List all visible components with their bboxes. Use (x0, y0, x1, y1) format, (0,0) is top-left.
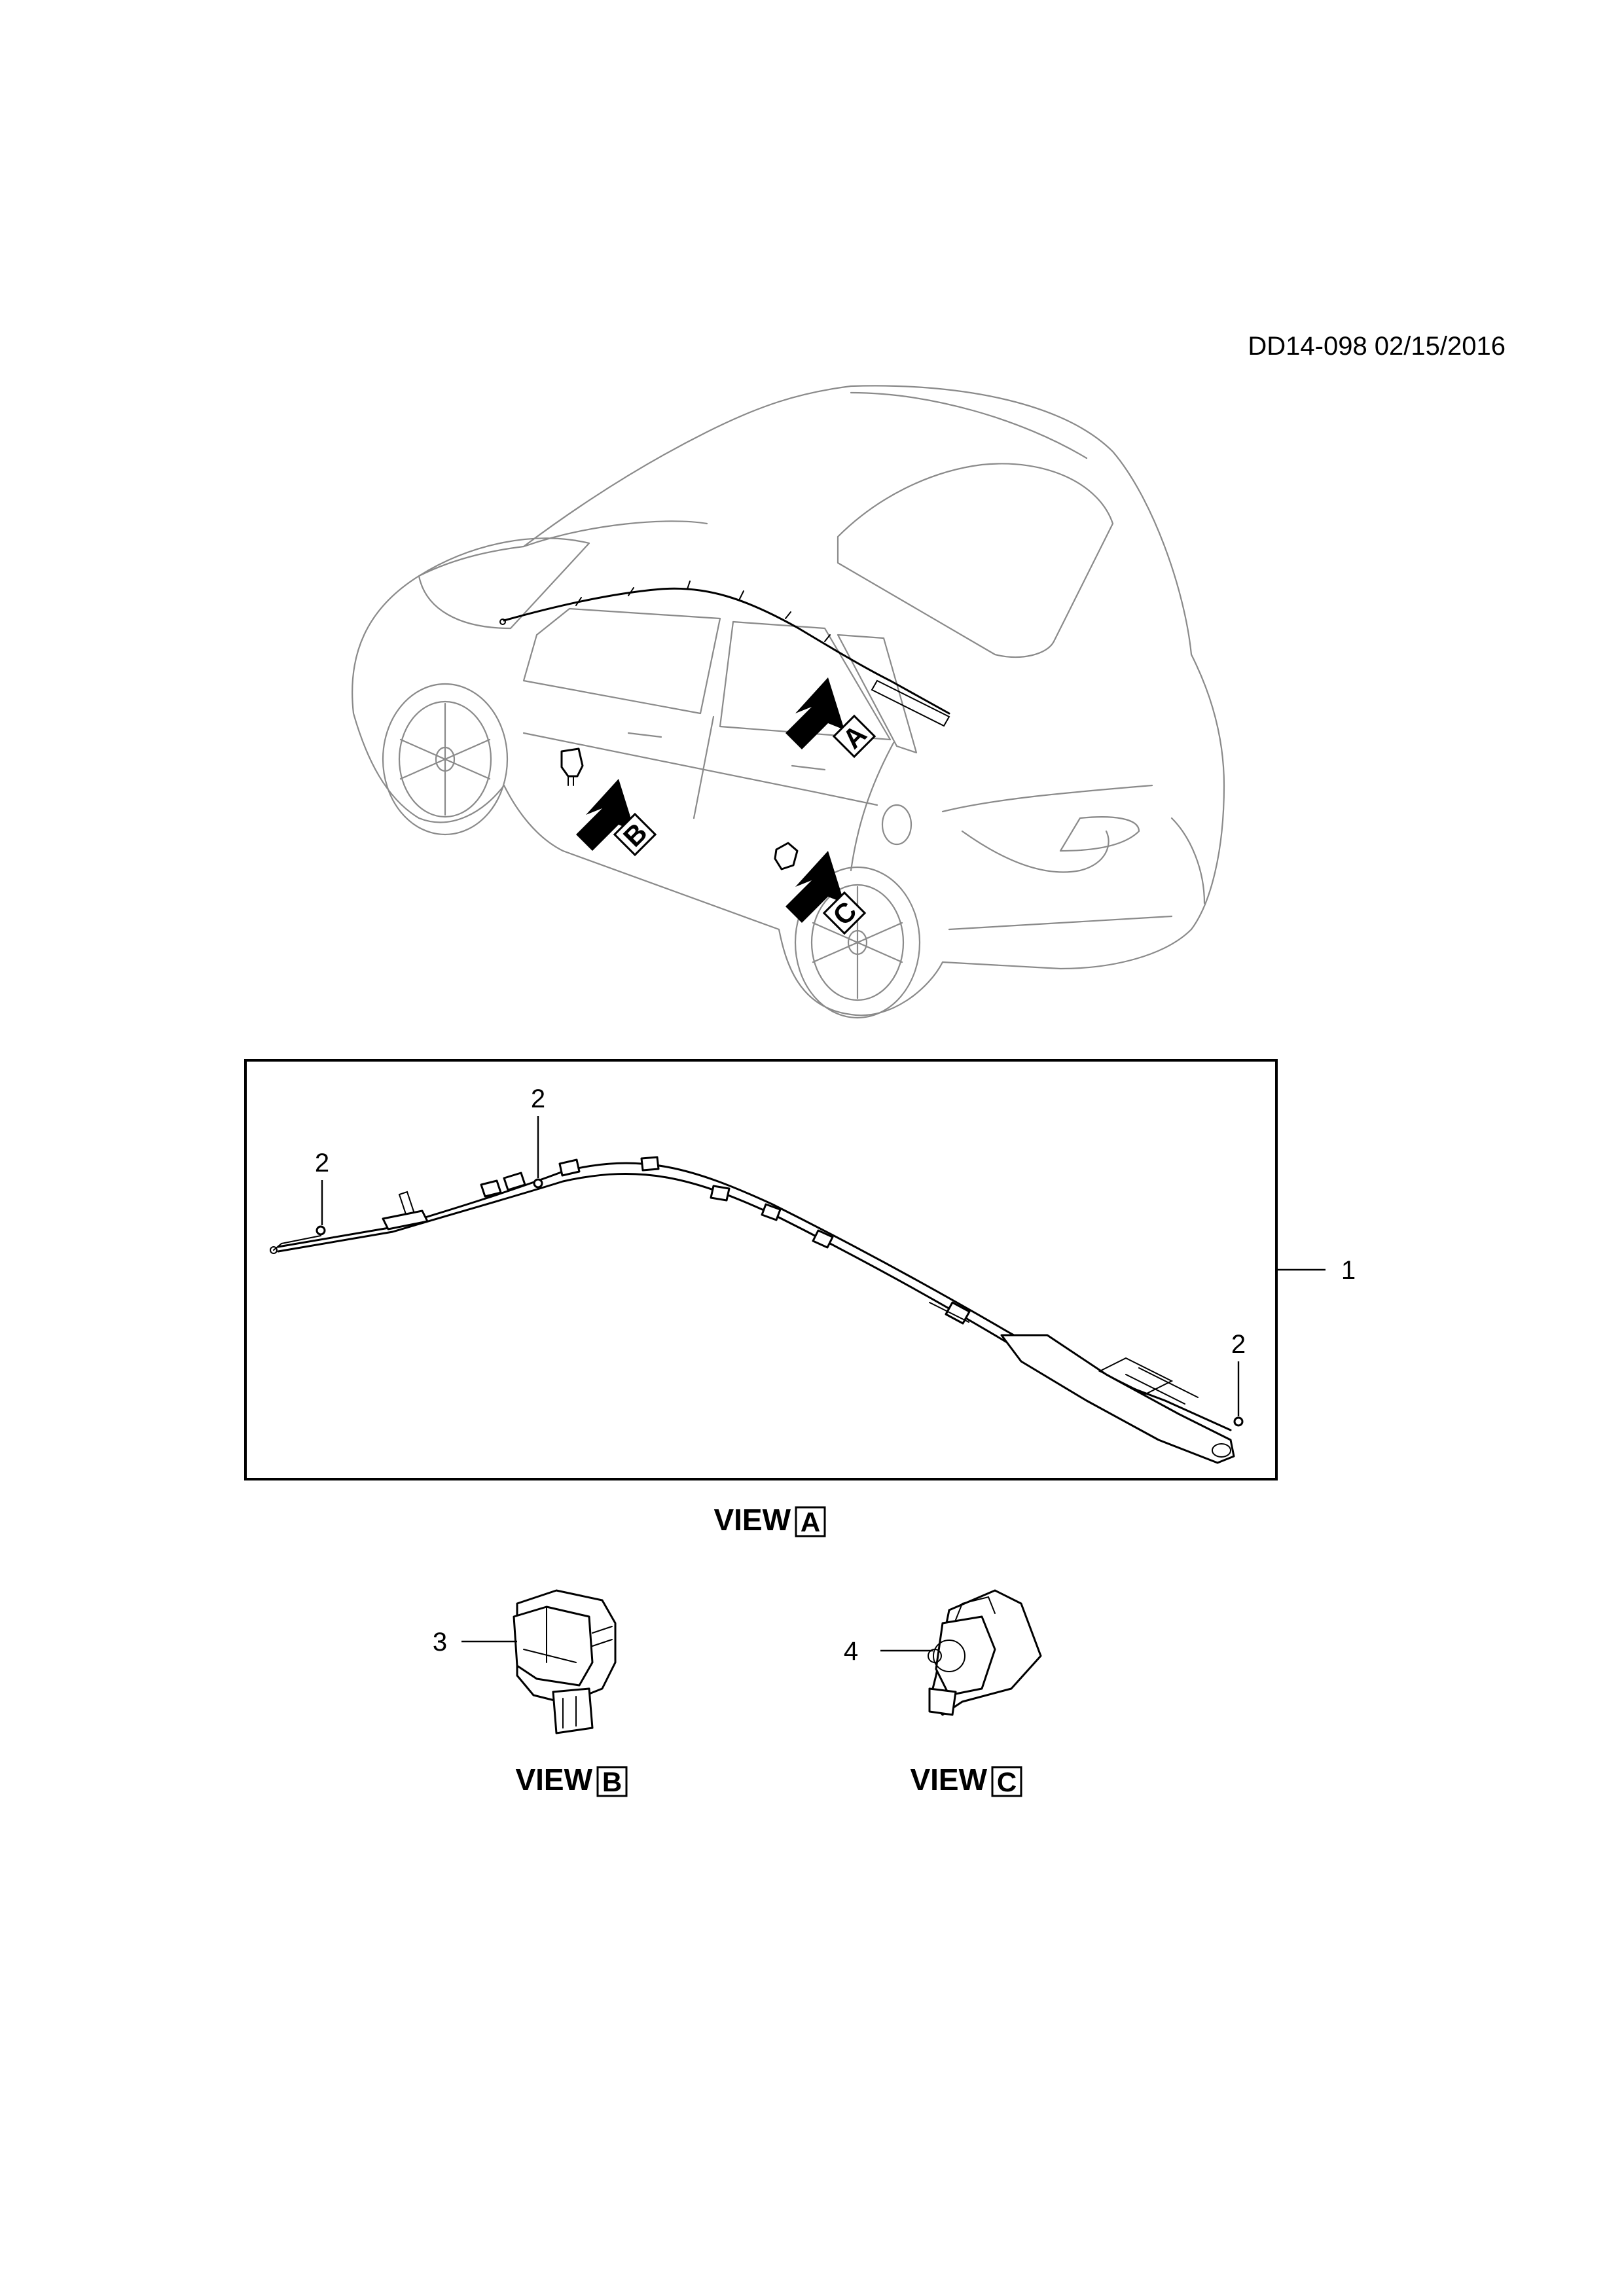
document-reference: DD14-098 02/15/2016 (1248, 332, 1506, 361)
view-b-prefix: VIEW (515, 1763, 592, 1797)
callout-2-rear: 2 (1231, 1330, 1246, 1359)
front-impact-sensor (513, 1589, 617, 1734)
roof-rail-airbag-module (270, 1156, 1235, 1464)
front-wheel (382, 683, 509, 836)
callout-2-front: 2 (315, 1149, 329, 1177)
view-c-letter: C (997, 1767, 1017, 1797)
roof-rail-airbag-on-vehicle (499, 581, 950, 727)
view-b-letter: B (602, 1767, 622, 1797)
vehicle-outline (352, 385, 1225, 1016)
fastener-front (316, 1225, 326, 1236)
rear-impact-sensor-on-vehicle (774, 842, 799, 870)
front-door-impact-sensor-on-vehicle (560, 747, 584, 786)
view-c-label: VIEW C (910, 1763, 1022, 1797)
fastener-mid (533, 1178, 543, 1189)
fastener-rear (1233, 1416, 1244, 1427)
rear-wheel (794, 866, 921, 1019)
view-a-prefix: VIEW (713, 1503, 791, 1537)
callout-3: 3 (433, 1628, 447, 1657)
callout-2-mid: 2 (531, 1085, 545, 1113)
view-b-arrow: B (576, 779, 657, 857)
view-a-label: VIEW A (713, 1503, 826, 1537)
view-c-prefix: VIEW (910, 1763, 987, 1797)
callout-4: 4 (844, 1637, 858, 1666)
callout-1: 1 (1341, 1256, 1356, 1285)
rear-impact-sensor (928, 1589, 1042, 1716)
view-b-label: VIEW B (515, 1763, 628, 1797)
view-a-letter: A (801, 1507, 820, 1537)
